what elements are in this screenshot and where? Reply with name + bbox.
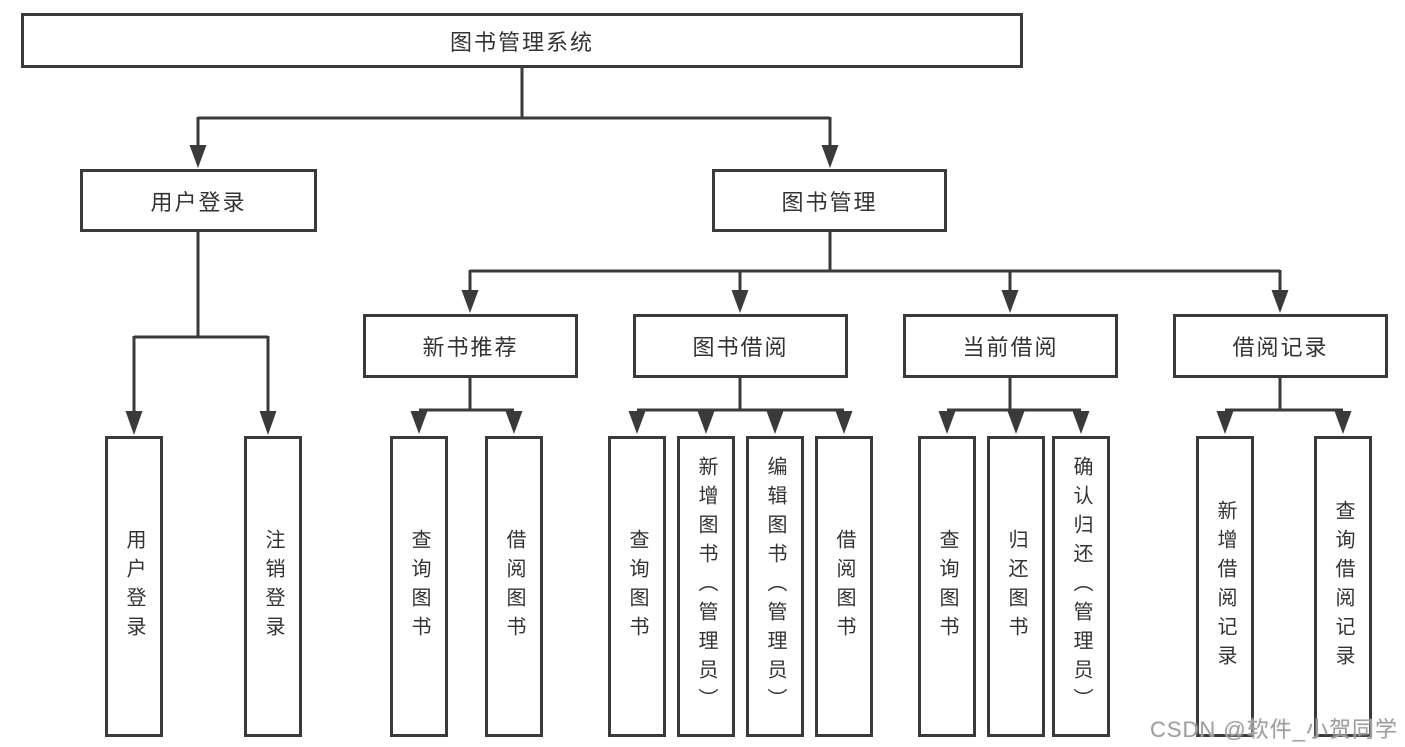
leaf-add-book-admin: 新增图书（管理员） [677,436,735,737]
node-label: 用户登录 [150,189,247,215]
node-label: 注销登录 [262,528,284,645]
leaf-add-borrow-record: 新增借阅记录 [1196,436,1254,737]
node-label: 查询借阅记录 [1332,499,1354,674]
node-user-login: 用户登录 [80,169,317,232]
arrow-icon [259,411,277,435]
arrow-icon [189,145,207,168]
leaf-query-book-newbook: 查询图书 [390,436,448,737]
arrow-icon [410,411,428,434]
connector-bookborrow-subtree [637,378,844,412]
node-book-management: 图书管理 [712,169,947,232]
leaf-query-book-borrowing: 查询图书 [608,436,666,737]
node-label: 新增图书（管理员） [695,456,717,717]
arrow-icon [821,145,839,168]
arrow-icon [628,411,646,434]
arrow-icon [505,411,523,434]
arrow-icon [938,411,956,434]
leaf-borrow-book: 借阅图书 [815,436,873,737]
node-label: 归还图书 [1005,528,1027,645]
node-label: 查询图书 [408,528,430,645]
arrow-icon [766,411,784,434]
node-label: 借阅图书 [833,528,855,645]
arrow-icon [1216,411,1234,434]
leaf-edit-book-admin: 编辑图书（管理员） [746,436,804,737]
arrow-icon [835,411,853,434]
leaf-user-login: 用户登录 [105,436,163,737]
leaf-return-book: 归还图书 [987,436,1045,737]
leaf-confirm-return-admin: 确认归还（管理员） [1052,436,1110,737]
node-label: 借阅记录 [1232,335,1329,360]
node-label: 新增借阅记录 [1214,499,1236,674]
arrow-icon [1001,290,1019,313]
leaf-borrow-book-newbook: 借阅图书 [485,436,543,737]
leaf-query-book-current: 查询图书 [918,436,976,737]
node-label: 图书借阅 [692,335,789,360]
leaf-query-borrow-record: 查询借阅记录 [1314,436,1372,737]
node-label: 当前借阅 [962,335,1059,360]
node-borrowing-records: 借阅记录 [1173,314,1388,378]
node-library-management-system: 图书管理系统 [21,13,1023,68]
node-label: 编辑图书（管理员） [764,456,786,717]
connector-newbook-subtree [419,378,514,412]
arrow-icon [125,411,143,435]
arrow-icon [731,290,749,313]
node-label: 用户登录 [123,528,145,645]
node-label: 确认归还（管理员） [1070,456,1092,717]
connector-bookmgmt-to-level3 [468,232,1282,292]
node-label: 新书推荐 [422,335,519,360]
connector-userlogin-subtree [132,232,270,413]
node-current-borrowing: 当前借阅 [903,314,1118,378]
watermark: CSDN @软件_小贺同学 [1149,717,1398,742]
connector-root-to-level2 [196,68,832,147]
arrowheads [125,145,1352,435]
node-label: 图书管理 [781,189,878,215]
node-new-book-recommendation: 新书推荐 [363,314,578,378]
node-label: 图书管理系统 [449,29,594,55]
arrow-icon [1271,290,1289,313]
leaf-logout-login: 注销登录 [244,436,302,737]
arrow-icon [1072,411,1090,434]
arrow-icon [1334,411,1352,434]
node-label: 查询图书 [626,528,648,645]
arrow-icon [697,411,715,434]
node-label: 查询图书 [936,528,958,645]
node-book-borrowing: 图书借阅 [633,314,848,378]
connector-borrowrecord-subtree [1225,378,1343,412]
connector-currentborrow-subtree [947,378,1081,412]
arrow-icon [461,290,479,313]
arrow-icon [1007,411,1025,434]
node-label: 借阅图书 [503,528,525,645]
